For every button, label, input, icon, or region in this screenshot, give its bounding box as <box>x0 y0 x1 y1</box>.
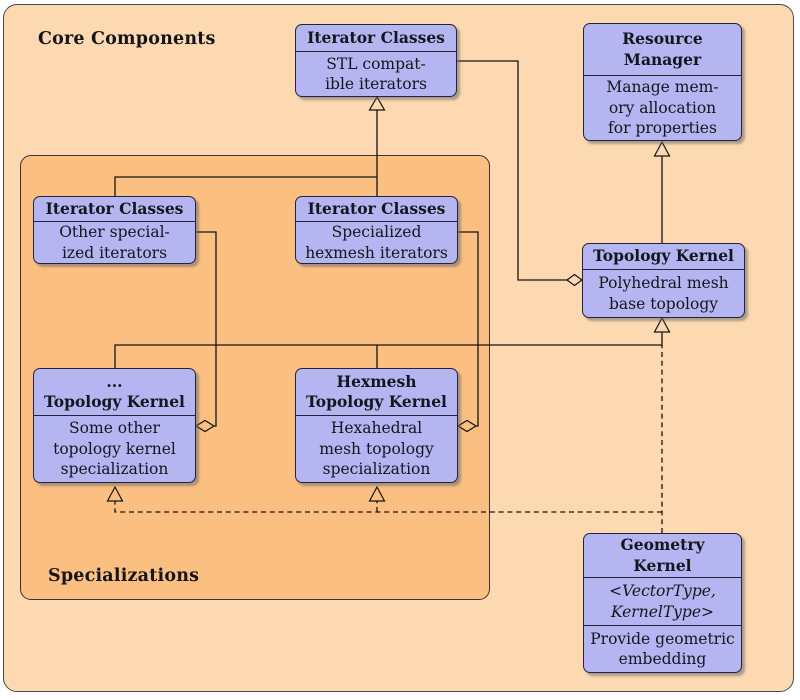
class-box-other-topology-kernel: ... Topology Kernel Some other topology … <box>33 368 196 483</box>
specializations-label: Specializations <box>48 566 200 586</box>
box-title: Geometry Kernel <box>584 534 741 578</box>
box-body: Other special- ized iterators <box>59 223 170 262</box>
box-title: Iterator Classes <box>296 197 457 222</box>
box-body: Hexahedral mesh topology specialization <box>319 419 434 479</box>
class-box-geometry-kernel: Geometry Kernel <VectorType, KernelType>… <box>583 533 742 673</box>
class-box-resource-manager: Resource Manager Manage mem- ory allocat… <box>583 23 742 141</box>
box-body: STL compat- ible iterators <box>325 54 427 94</box>
box-body: Provide geometric embedding <box>590 629 735 669</box>
box-body: Manage mem- ory allocation for propertie… <box>606 78 719 138</box>
box-body: Some other topology kernel specializatio… <box>53 419 176 479</box>
box-title: Hexmesh Topology Kernel <box>296 369 457 416</box>
box-title: Iterator Classes <box>34 197 195 222</box>
class-box-hexmesh-topology-kernel: Hexmesh Topology Kernel Hexahedral mesh … <box>295 368 458 483</box>
core-components-label: Core Components <box>38 29 216 49</box>
box-title: Iterator Classes <box>296 25 456 52</box>
box-title: ... Topology Kernel <box>34 369 195 416</box>
box-body: Polyhedral mesh base topology <box>598 274 729 313</box>
box-body: Specialized hexmesh iterators <box>305 223 448 262</box>
class-box-iterator-classes-hexmesh: Iterator Classes Specialized hexmesh ite… <box>295 196 458 264</box>
box-title: Topology Kernel <box>583 244 744 270</box>
class-box-iterator-classes-stl: Iterator Classes STL compat- ible iterat… <box>295 24 457 97</box>
class-box-iterator-classes-other: Iterator Classes Other special- ized ite… <box>33 196 196 264</box>
box-template-params: <VectorType, KernelType> <box>584 578 741 626</box>
box-title: Resource Manager <box>584 24 741 76</box>
class-box-topology-kernel: Topology Kernel Polyhedral mesh base top… <box>582 243 745 318</box>
